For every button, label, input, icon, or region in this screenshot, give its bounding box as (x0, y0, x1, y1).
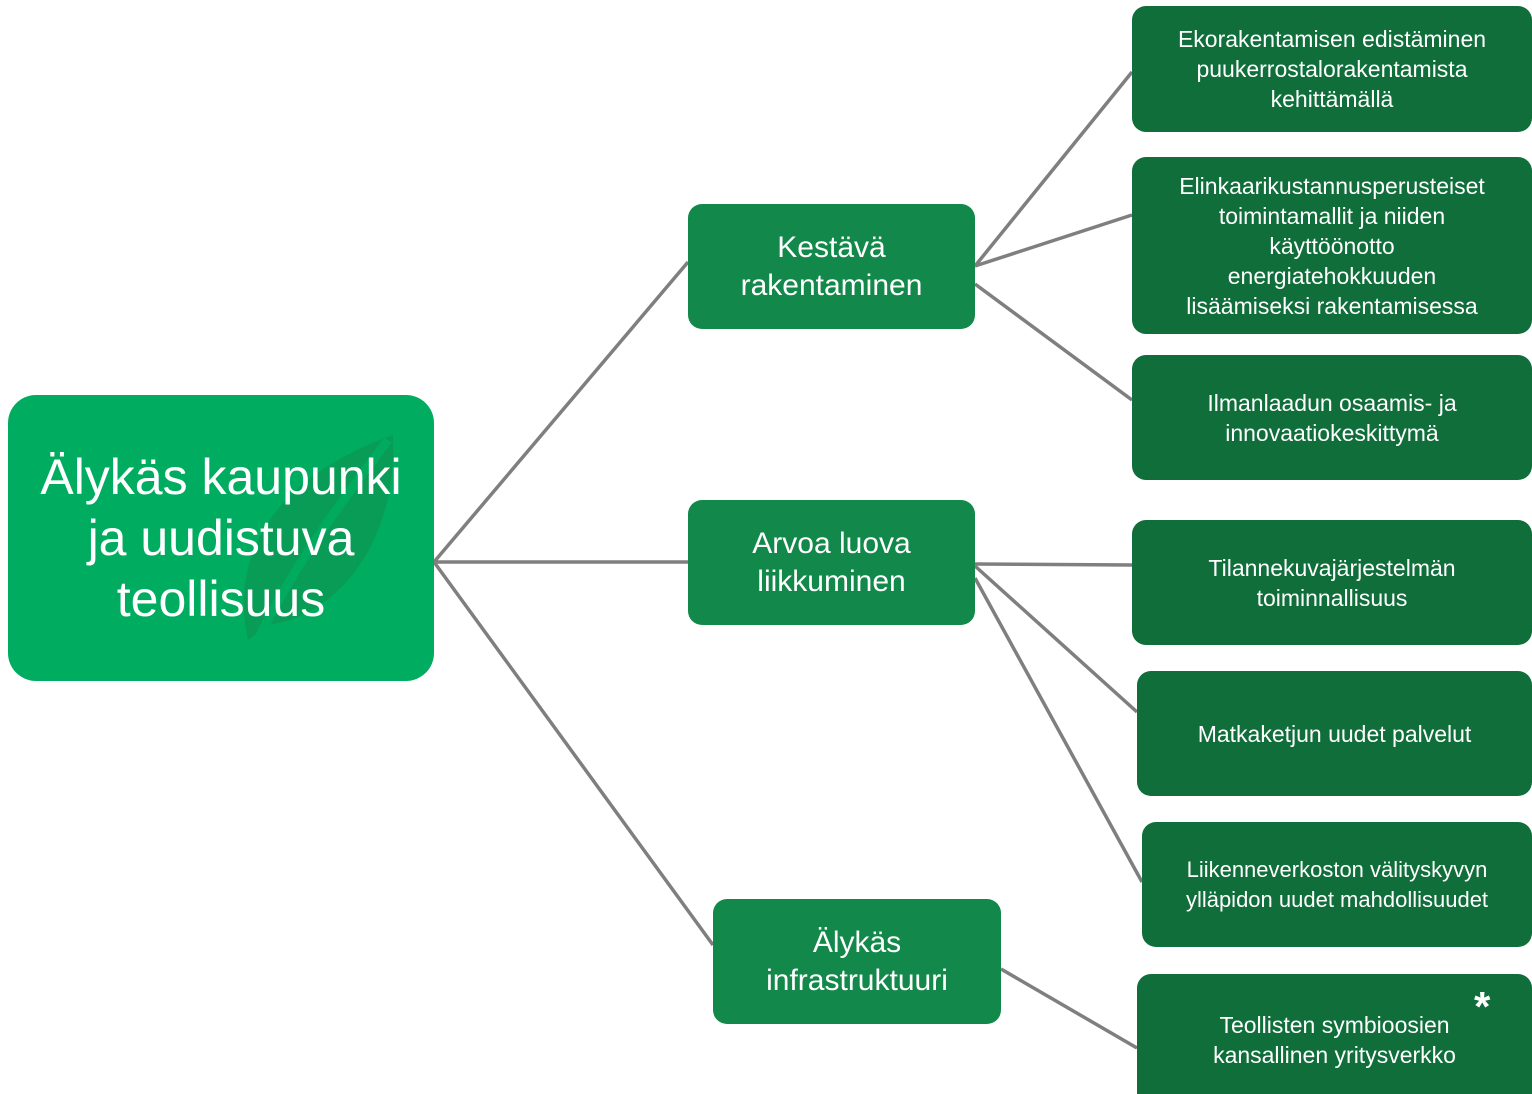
leaf-label: Matkaketjun uudet palvelut (1197, 720, 1472, 747)
connector-branch-3-leaf-1 (1000, 967, 1138, 1050)
connector-root-branch-1 (432, 260, 690, 564)
branch-label: Arvoa luova liikkuminen (752, 526, 911, 598)
branch-arvoa-luova-liikkuminen: Arvoa luova liikkuminen (688, 500, 975, 625)
branch-kestava-rakentaminen: Kestävä rakentaminen (688, 204, 975, 329)
leaf-teolliset-symbioosit: Teollisten symbioosien kansallinen yrity… (1137, 974, 1532, 1094)
leaf-label: Liikenneverkoston välityskyvyn ylläpidon… (1185, 856, 1489, 912)
connector-branch-2-leaf-1 (974, 562, 1133, 567)
root-label: Älykäs kaupunki ja uudistuva teollisuus (40, 448, 402, 627)
branch-label: Älykäs infrastruktuuri (766, 925, 948, 997)
leaf-label: Ekorakentamisen edistäminen puukerrostal… (1177, 26, 1487, 112)
leaf-label: Tilannekuvajärjestelmän toiminnallisuus (1208, 554, 1456, 611)
leaf-label: Ilmanlaadun osaamis- ja innovaatiokeskit… (1207, 389, 1457, 446)
leaf-elinkaarikustannus: Elinkaarikustannusperusteiset toimintama… (1132, 157, 1532, 334)
leaf-tilannekuva: Tilannekuvajärjestelmän toiminnallisuus (1132, 520, 1532, 645)
connector-branch-1-leaf-3 (973, 282, 1134, 402)
leaf-icon (243, 435, 394, 652)
branch-label: Kestävä rakentaminen (740, 230, 923, 302)
connector-branch-1-leaf-1 (973, 70, 1134, 268)
connector-branch-2-leaf-2 (973, 564, 1139, 714)
asterisk-marker: * (1474, 983, 1491, 1030)
connector-root-branch-3 (432, 560, 715, 947)
leaf-ekorakentaminen: Ekorakentamisen edistäminen puukerrostal… (1132, 6, 1532, 132)
connector-branch-2-leaf-3 (973, 577, 1144, 883)
leaf-liikenneverkosto: Liikenneverkoston välityskyvyn ylläpidon… (1142, 822, 1532, 947)
leaf-label: Elinkaarikustannusperusteiset toimintama… (1179, 172, 1485, 319)
root-node: Älykäs kaupunki ja uudistuva teollisuus (8, 395, 434, 681)
leaf-label: Teollisten symbioosien kansallinen yrity… (1213, 1012, 1456, 1068)
connector-group (432, 70, 1144, 1050)
connector-branch-1-leaf-2 (974, 213, 1133, 268)
branch-alykas-infrastruktuuri: Älykäs infrastruktuuri (713, 899, 1001, 1024)
leaf-matkaketju: Matkaketjun uudet palvelut (1137, 671, 1532, 796)
leaf-ilmanlaatu: Ilmanlaadun osaamis- ja innovaatiokeskit… (1132, 355, 1532, 480)
